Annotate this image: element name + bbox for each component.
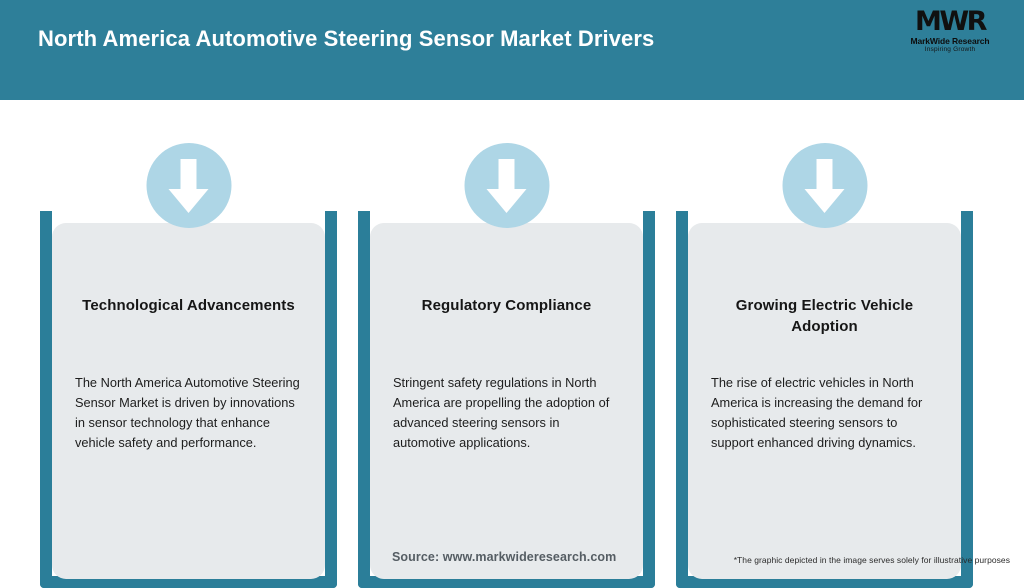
driver-card: Regulatory Compliance Stringent safety r… bbox=[358, 143, 655, 588]
source-label: Source: www.markwideresearch.com bbox=[392, 550, 617, 564]
card-heading: Technological Advancements bbox=[82, 297, 295, 314]
card-heading: Growing Electric Vehicle Adoption bbox=[735, 297, 914, 335]
arrow-down-icon bbox=[804, 159, 845, 213]
card-body-text: Stringent safety regulations in North Am… bbox=[393, 375, 610, 450]
logo-mark-text: MWR bbox=[915, 6, 987, 37]
page-header: North America Automotive Steering Sensor… bbox=[0, 0, 1024, 100]
card-teal-frame bbox=[358, 211, 655, 588]
card-body-text: The rise of electric vehicles in North A… bbox=[711, 375, 923, 450]
arrow-down-icon bbox=[486, 159, 527, 213]
disclaimer-note: *The graphic depicted in the image serve… bbox=[733, 555, 1010, 565]
arrow-down-icon-circle bbox=[782, 143, 867, 228]
card-panel: Growing Electric Vehicle Adoption The ri… bbox=[688, 223, 961, 579]
driver-card: Growing Electric Vehicle Adoption The ri… bbox=[676, 143, 973, 588]
arrow-down-icon bbox=[168, 159, 209, 213]
arrow-down-icon-circle bbox=[464, 143, 549, 228]
driver-card: Technological Advancements The North Ame… bbox=[40, 143, 337, 588]
card-heading: Regulatory Compliance bbox=[421, 297, 592, 314]
page-title: North America Automotive Steering Sensor… bbox=[38, 26, 655, 51]
logo-company-name: MarkWide Research bbox=[910, 36, 990, 46]
card-panel: Regulatory Compliance Stringent safety r… bbox=[370, 223, 643, 579]
logo-tagline: Inspiring Growth bbox=[924, 46, 976, 53]
drivers-card-group: Technological Advancements The North Ame… bbox=[0, 100, 1024, 588]
arrow-down-icon-circle bbox=[146, 143, 231, 228]
brand-logo: MWR MarkWide Research Inspiring Growth bbox=[898, 8, 1002, 60]
card-body-text: The North America Automotive Steering Se… bbox=[75, 375, 300, 450]
card-panel: Technological Advancements The North Ame… bbox=[52, 223, 325, 579]
